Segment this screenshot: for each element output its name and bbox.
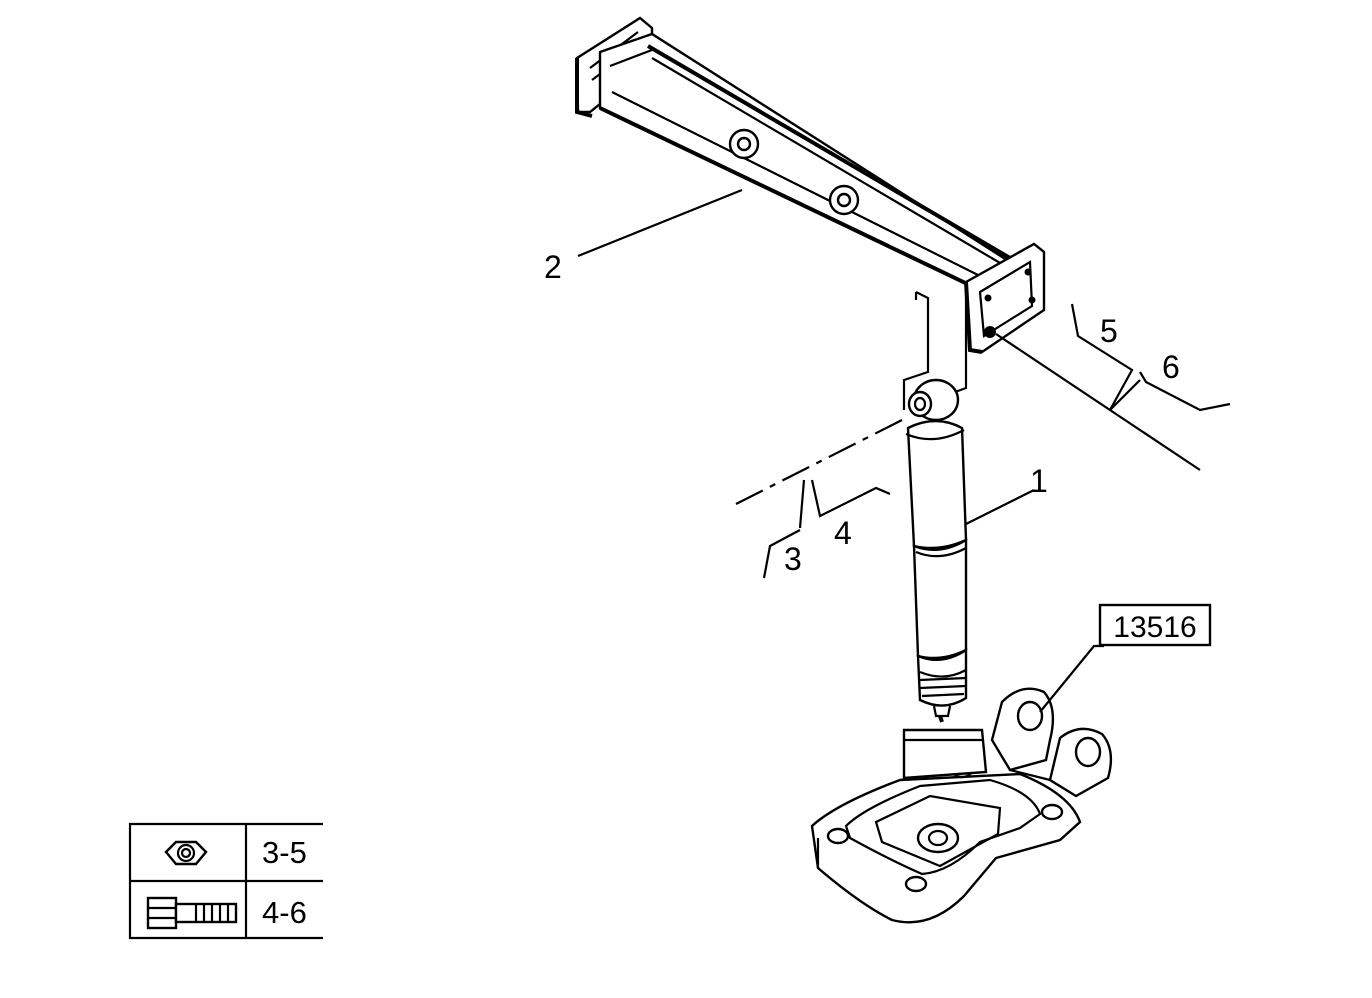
- fastener-axis-lines: [735, 303, 1231, 579]
- fastener-legend: 3-5 4-6: [128, 822, 323, 940]
- cross-member: [575, 16, 1046, 354]
- leader-1: [965, 489, 1035, 525]
- reference-number: 13516: [1113, 611, 1196, 644]
- legend-value-bolt: 4-6: [262, 895, 307, 930]
- hex-nut-icon: [164, 840, 208, 866]
- shock-absorber: [905, 378, 968, 723]
- callout-2: 2: [544, 249, 562, 285]
- leader-2: [577, 188, 743, 258]
- callout-3: 3: [784, 541, 802, 577]
- callout-1: 1: [1030, 463, 1048, 499]
- reference-box: 13516: [1098, 603, 1212, 647]
- bolt-icon: [146, 896, 238, 930]
- callout-6: 6: [1162, 349, 1180, 385]
- callout-4: 4: [834, 515, 852, 551]
- legend-value-nut: 3-5: [262, 835, 307, 870]
- axle-mount-bracket: [810, 687, 1113, 924]
- callout-5: 5: [1100, 313, 1118, 349]
